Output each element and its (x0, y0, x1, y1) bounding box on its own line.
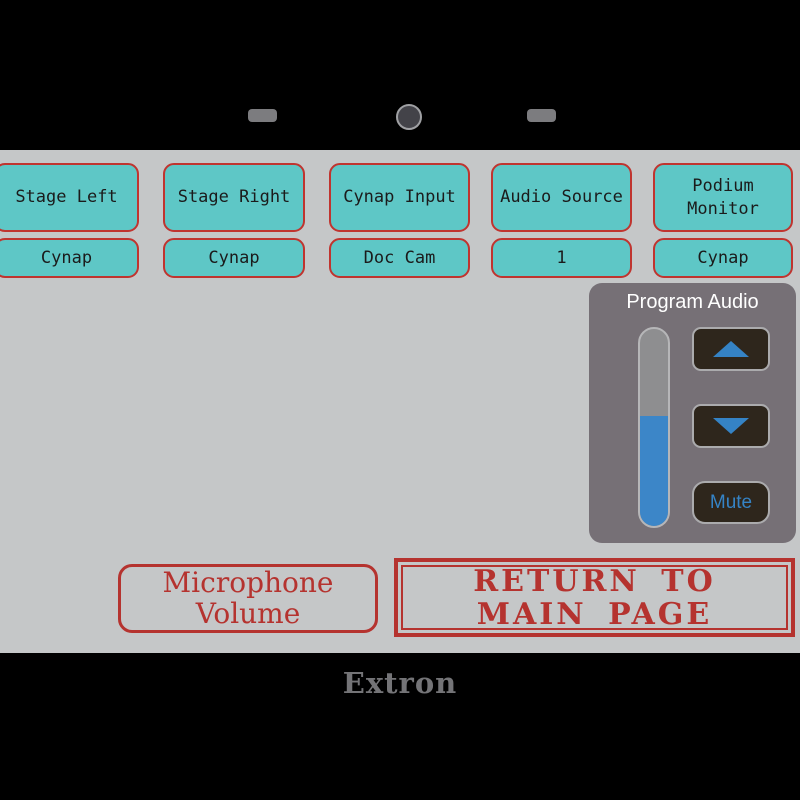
selection-button-podium-monitor[interactable]: Cynap (653, 238, 793, 278)
program-audio-panel: Program Audio Mute (589, 283, 796, 543)
source-button-label: Audio Source (500, 187, 623, 208)
selection-label: Doc Cam (363, 247, 436, 268)
source-button-label: Stage Left (15, 187, 118, 208)
source-button-label: Stage Right (177, 187, 291, 208)
selection-button-stage-right[interactable]: Cynap (163, 238, 305, 278)
microphone-volume-label-line1: Microphone (162, 566, 334, 600)
selection-button-stage-left[interactable]: Cynap (0, 238, 139, 278)
selection-label: Cynap (208, 247, 260, 268)
selection-label: 1 (556, 247, 567, 268)
selection-label: Cynap (697, 247, 749, 268)
return-to-main-page-button[interactable]: RETURN TO MAIN PAGE (394, 558, 795, 637)
triangle-up-icon (713, 341, 749, 357)
mute-button[interactable]: Mute (692, 481, 770, 524)
microphone-volume-label-line2: Volume (195, 596, 301, 630)
source-button-label: Podium Monitor (687, 176, 759, 219)
source-button-audio-source[interactable]: Audio Source (491, 163, 632, 232)
source-button-stage-right[interactable]: Stage Right (163, 163, 305, 232)
volume-slider-fill (640, 415, 668, 526)
source-button-podium-monitor[interactable]: Podium Monitor (653, 163, 793, 232)
triangle-down-icon (713, 418, 749, 434)
selection-button-cynap-input[interactable]: Doc Cam (329, 238, 470, 278)
source-button-cynap-input[interactable]: Cynap Input (329, 163, 470, 232)
source-button-stage-left[interactable]: Stage Left (0, 163, 139, 232)
program-audio-title: Program Audio (626, 291, 759, 313)
source-button-label: Cynap Input (343, 187, 456, 208)
speaker-vent-icon (248, 109, 277, 122)
selection-label: Cynap (40, 247, 93, 268)
volume-up-button[interactable] (692, 327, 770, 371)
microphone-volume-button[interactable]: Microphone Volume (118, 564, 378, 633)
extron-logo: Extron (342, 666, 458, 700)
selection-button-audio-source[interactable]: 1 (491, 238, 632, 278)
speaker-vent-icon (527, 109, 556, 122)
camera-icon (396, 104, 422, 130)
mute-button-label: Mute (709, 491, 753, 513)
volume-slider[interactable] (638, 327, 670, 528)
return-button-label-line1: RETURN TO (473, 563, 716, 599)
volume-down-button[interactable] (692, 404, 770, 448)
return-button-inner-border: RETURN TO MAIN PAGE (401, 563, 788, 632)
return-button-label-line2: MAIN PAGE (476, 596, 713, 632)
